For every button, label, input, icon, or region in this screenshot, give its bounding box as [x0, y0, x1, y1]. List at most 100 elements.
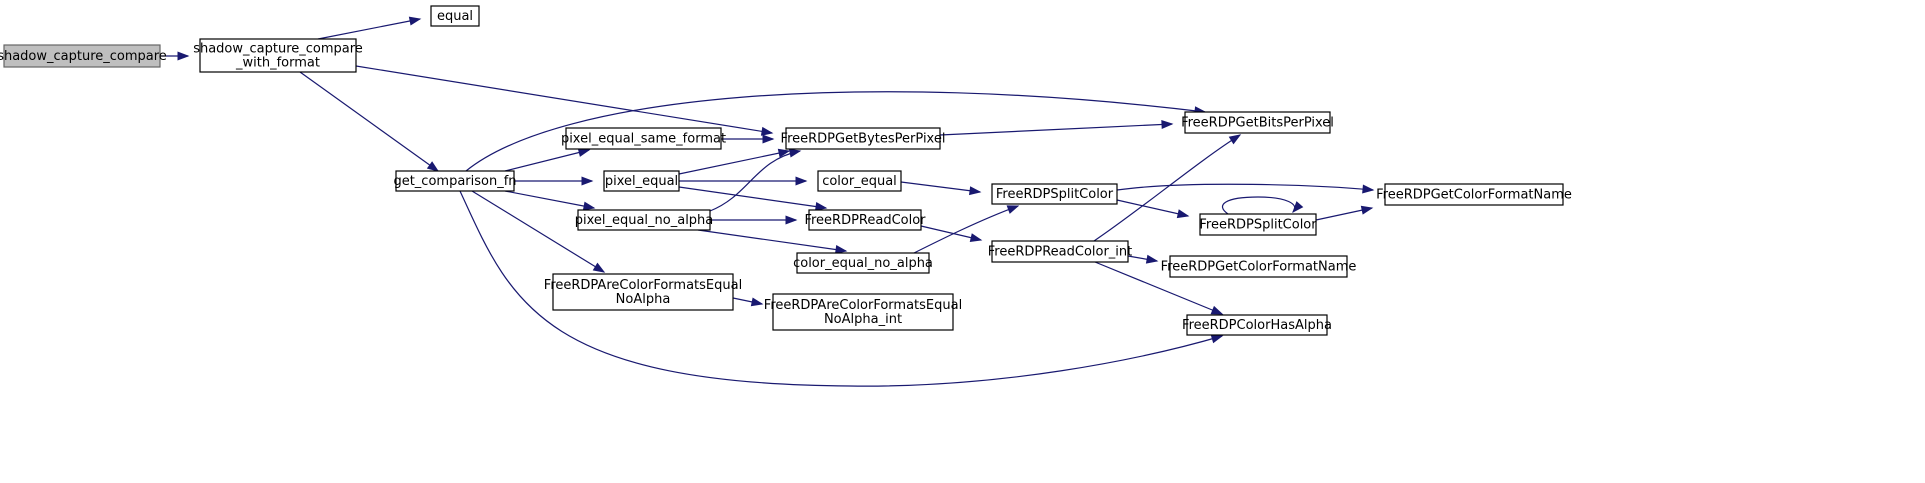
edge-pixel_equal_no_alpha-to-FreeRDPReadColor [710, 215, 798, 225]
node-label: NoAlpha [616, 292, 671, 307]
edge-get_comparison_fn-to-pixel_equal [514, 176, 594, 186]
arrow-head-icon [177, 51, 190, 61]
edge-FreeRDPSplitColor-impl-to-FreeRDPGetColorFormatName [1315, 205, 1374, 221]
node-pixel_equal_same_format[interactable]: pixel_equal_same_format [561, 127, 726, 150]
arrow-head-icon [408, 16, 422, 26]
edge-FreeRDPAreColorFormatsEqualNoAlpha-to-FreeRDPAreColorFormatsEqualNoAlpha_int [732, 297, 764, 307]
node-label: FreeRDPAreColorFormatsEqual [544, 278, 742, 293]
node-get_comparison_fn[interactable]: get_comparison_fn [393, 170, 517, 192]
edge-get_comparison_fn-to-pixel_equal_same_format [504, 148, 591, 172]
node-box [1169, 255, 1348, 278]
arrow-head-icon [750, 297, 764, 307]
node-FreeRDPReadColor[interactable]: FreeRDPReadColor [804, 209, 926, 231]
node-FreeRDPGetColorFormatName-int[interactable]: FreeRDPGetColorFormatName [1161, 255, 1357, 278]
arrow-head-icon [1006, 205, 1020, 214]
arrow-head-icon [426, 161, 440, 172]
node-FreeRDPGetBytesPerPixel[interactable]: FreeRDPGetBytesPerPixel [781, 127, 946, 150]
arrow-head-icon [834, 245, 848, 255]
edge-shadow_capture_compare_with_format-to-equal [317, 16, 422, 40]
node-FreeRDPGetColorFormatName[interactable]: FreeRDPGetColorFormatName [1376, 183, 1572, 206]
arrow-head-icon [760, 126, 774, 136]
node-label: color_equal [822, 174, 897, 189]
arrow-head-icon [577, 148, 591, 157]
node-label: FreeRDPGetBytesPerPixel [781, 132, 946, 147]
node-box [772, 293, 954, 331]
arrow-head-icon [1161, 119, 1174, 130]
node-shadow_capture_compare_with_format[interactable]: shadow_capture_compare_with_format [193, 38, 363, 73]
arrow-head-icon [1145, 254, 1159, 264]
node-box [1384, 183, 1564, 206]
node-label: get_comparison_fn [393, 174, 516, 189]
edge-pixel_equal-to-color_equal [679, 176, 808, 186]
node-FreeRDPReadColor_int[interactable]: FreeRDPReadColor_int [988, 240, 1133, 263]
node-box [395, 170, 515, 192]
node-FreeRDPSplitColor[interactable]: FreeRDPSplitColor [991, 183, 1118, 205]
edge-pixel_equal_no_alpha-to-FreeRDPGetBytesPerPixel [709, 148, 802, 212]
node-color_equal[interactable]: color_equal [817, 170, 902, 192]
node-label: FreeRDPGetColorFormatName [1161, 260, 1357, 275]
edge-FreeRDPSplitColor-to-FreeRDPGetColorFormatName [1116, 183, 1375, 194]
node-box [430, 5, 480, 27]
node-pixel_equal_no_alpha[interactable]: pixel_equal_no_alpha [575, 209, 714, 231]
node-label: shadow_capture_compare [193, 42, 363, 57]
arrow-head-icon [777, 148, 791, 158]
node-box [991, 183, 1118, 205]
node-equal[interactable]: equal [430, 5, 480, 27]
node-label: color_equal_no_alpha [793, 256, 933, 271]
edge-pixel_equal_same_format-to-FreeRDPGetBytesPerPixel [721, 134, 775, 144]
node-label: FreeRDPColorHasAlpha [1182, 318, 1332, 333]
node-label: pixel_equal_no_alpha [575, 213, 714, 228]
node-box [1184, 111, 1331, 134]
node-label: FreeRDPGetBitsPerPixel [1181, 116, 1334, 131]
node-color_equal_no_alpha[interactable]: color_equal_no_alpha [793, 252, 933, 274]
arrow-head-icon [788, 148, 802, 158]
node-label: FreeRDPAreColorFormatsEqual [764, 298, 962, 313]
edge-get_comparison_fn-to-pixel_equal_no_alpha [504, 190, 596, 211]
edge-FreeRDPSplitColor-impl-to-FreeRDPSplitColor-impl [1221, 196, 1304, 215]
arrow-head-icon [581, 176, 594, 186]
edge-get_comparison_fn-to-FreeRDPColorHasAlpha [459, 190, 1224, 387]
edge-FreeRDPReadColor_int-to-FreeRDPColorHasAlpha [1094, 261, 1224, 315]
node-FreeRDPGetBitsPerPixel[interactable]: FreeRDPGetBitsPerPixel [1181, 111, 1334, 134]
edge-FreeRDPGetBytesPerPixel-to-FreeRDPGetBitsPerPixel [939, 119, 1174, 136]
node-label: NoAlpha_int [824, 312, 902, 327]
arrow-head-icon [1292, 201, 1304, 214]
node-box [577, 209, 711, 231]
node-box [552, 273, 734, 311]
arrow-head-icon [1210, 334, 1224, 344]
arrow-head-icon [969, 186, 982, 196]
node-box [565, 127, 722, 150]
edge-color_equal_no_alpha-to-FreeRDPSplitColor [913, 205, 1020, 254]
node-FreeRDPSplitColor-impl[interactable]: FreeRDPSplitColor [1199, 213, 1317, 236]
node-box [796, 252, 930, 274]
node-FreeRDPColorHasAlpha[interactable]: FreeRDPColorHasAlpha [1182, 314, 1332, 336]
node-shadow_capture_compare[interactable]: shadow_capture_compare [0, 44, 167, 68]
arrow-head-icon [814, 202, 828, 211]
node-label: FreeRDPReadColor [804, 213, 926, 228]
arrow-head-icon [785, 215, 798, 225]
node-box [991, 240, 1129, 263]
arrow-head-icon [1362, 184, 1375, 194]
node-box [603, 170, 680, 192]
arrow-head-icon [1176, 209, 1190, 219]
edge-FreeRDPReadColor-to-FreeRDPReadColor_int [920, 225, 983, 243]
edge-pixel_equal-to-FreeRDPReadColor [678, 186, 828, 211]
edge-FreeRDPReadColor_int-to-FreeRDPGetColorFormatName-int [1127, 254, 1159, 264]
node-box [3, 44, 161, 68]
node-label: FreeRDPGetColorFormatName [1376, 188, 1572, 203]
node-label: FreeRDPSplitColor [1199, 218, 1317, 233]
node-pixel_equal[interactable]: pixel_equal [603, 170, 680, 192]
arrow-head-icon [762, 134, 775, 144]
node-box [1199, 213, 1317, 236]
arrow-head-icon [1360, 205, 1374, 215]
edge-shadow_capture_compare_with_format-to-get_comparison_fn [299, 71, 440, 172]
arrow-head-icon [1228, 134, 1242, 145]
arrow-head-icon [592, 262, 606, 273]
node-box [808, 209, 922, 231]
node-box [199, 38, 357, 73]
arrow-head-icon [1210, 305, 1224, 315]
node-label: shadow_capture_compare [0, 49, 167, 64]
